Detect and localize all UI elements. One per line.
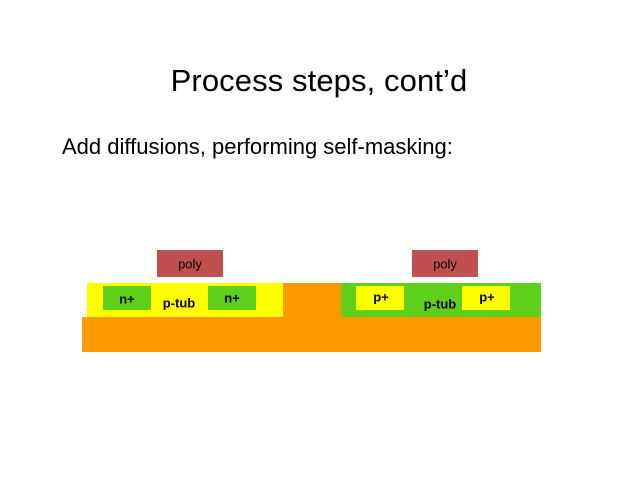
poly-gate-left [157,250,223,277]
right-diffusion-p-plus-2 [462,286,510,310]
substrate-gap-fill [283,283,341,317]
label-right-p-tub: p-tub [423,296,457,312]
label-n-plus-1: n+ [119,291,135,307]
left-diffusion-n-plus-1 [103,286,151,310]
label-left-p-tub: p-tub [162,295,196,311]
left-diffusion-n-plus-2 [208,286,256,310]
slide-subtitle: Add diffusions, performing self-masking: [62,134,453,159]
label-poly-right: poly [433,256,457,272]
label-n-plus-2: n+ [224,290,240,306]
substrate-layer [82,317,541,352]
label-p-plus-2: p+ [479,289,495,305]
label-poly-left: poly [178,256,202,272]
right-diffusion-p-plus-1 [356,286,404,310]
page-title: Process steps, cont’d [170,63,468,98]
label-p-plus-1: p+ [373,289,389,305]
poly-gate-right [412,250,478,277]
